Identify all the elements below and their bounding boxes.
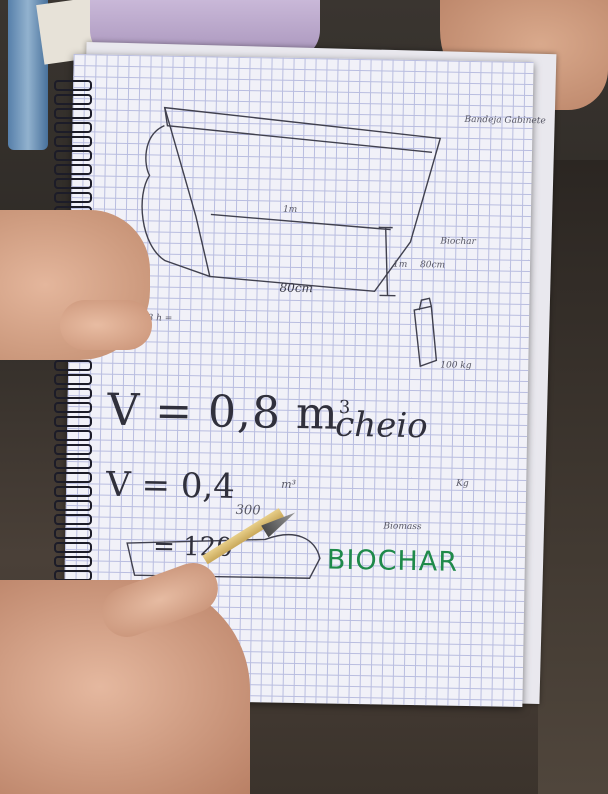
label-biomass: Biomass	[383, 521, 422, 533]
bin-rim	[164, 107, 433, 154]
bin-fill-line	[210, 213, 391, 231]
label-bandeja: Bandeja Gabinete	[464, 114, 546, 127]
pencil-circle	[126, 534, 321, 579]
bin-handle	[141, 124, 211, 278]
biochar-label: BIOCHAR	[326, 544, 459, 578]
dimension-1m: 1m	[282, 204, 298, 215]
fraction-bottom: 300	[235, 502, 261, 519]
word-cheio: cheio	[334, 404, 428, 447]
label-1m-right: 1m	[392, 259, 408, 270]
equation-volume: V = 0,8 m3	[107, 384, 352, 440]
dimension-line	[378, 226, 396, 297]
label-80cm-right: 80cm	[419, 260, 446, 271]
bin-outline	[163, 106, 442, 293]
label-can-weight: 100 kg	[440, 360, 472, 372]
left-thumb	[60, 300, 152, 350]
fraction-top: m³	[281, 477, 297, 491]
container-sketch	[126, 106, 442, 579]
dimension-80cm: 80cm	[279, 280, 314, 296]
can-sketch	[413, 297, 438, 368]
equation-density: V = 0,4	[105, 464, 236, 507]
label-kg: Kg	[456, 478, 469, 489]
label-biochar-small: Biochar	[440, 236, 476, 248]
notebook-page: Bandeja Gabinete 1m 80cm Biochar 1m 80cm…	[62, 54, 546, 707]
